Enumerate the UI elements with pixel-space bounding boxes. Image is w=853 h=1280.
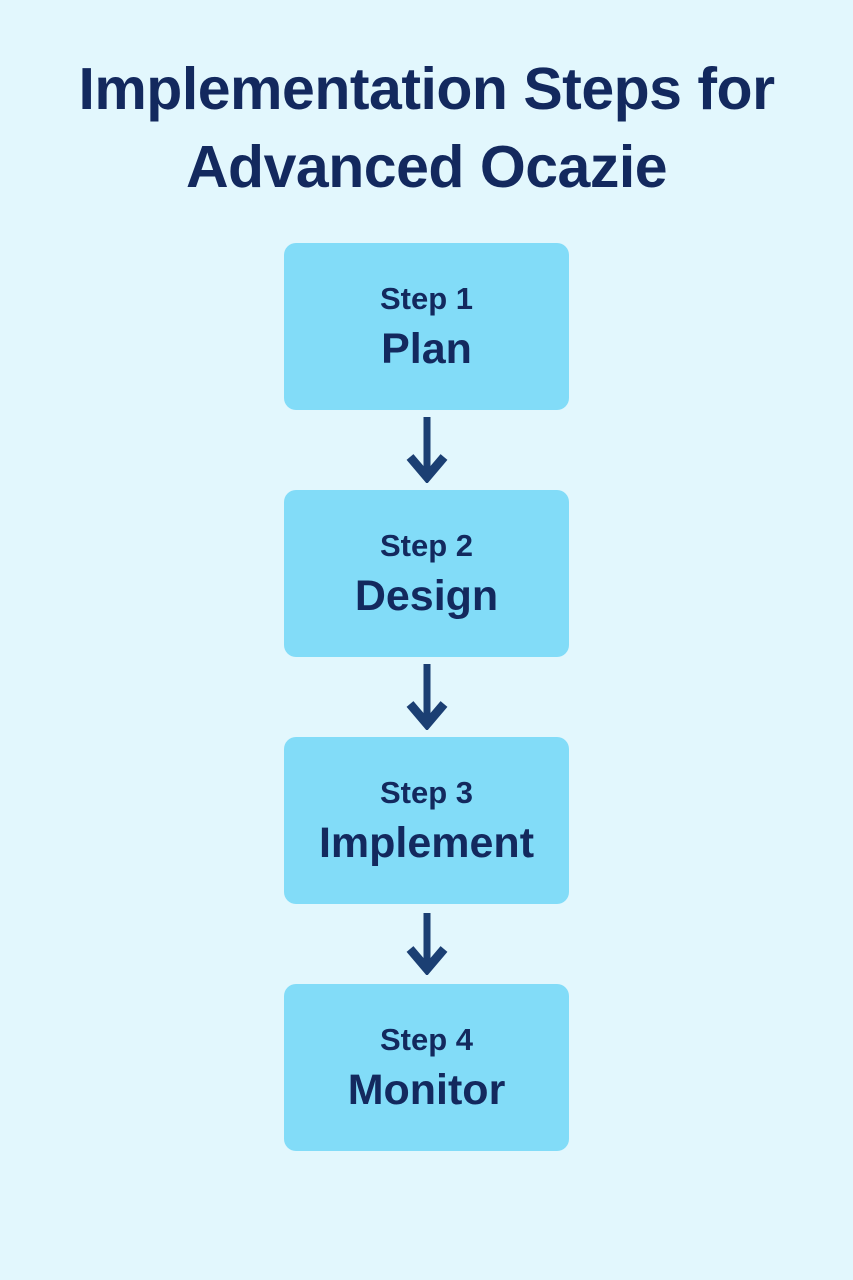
arrow-connector-1 [397,410,457,490]
arrow-connector-3 [397,904,457,984]
arrow-down-icon [405,417,449,483]
steps-flow: Step 1 Plan Step 2 Design [0,243,853,1151]
step-label-2: Design [354,571,499,620]
title-line-2: Advanced Ocazie [185,134,668,200]
step-index-4: Step 4 [379,1021,474,1057]
step-node-3[interactable]: Step 3 Implement [284,737,569,904]
step-label-1: Plan [381,324,472,373]
step-index-2: Step 2 [379,527,474,563]
page-title: Implementation Steps for Advanced Ocazie [0,50,853,206]
title-line-1: Implementation Steps for [78,56,775,122]
step-index-1: Step 1 [379,280,474,316]
arrow-down-icon [405,913,449,975]
step-node-1[interactable]: Step 1 Plan [284,243,569,410]
arrow-connector-2 [397,657,457,737]
step-node-4[interactable]: Step 4 Monitor [284,984,569,1151]
step-label-4: Monitor [347,1065,506,1114]
step-index-3: Step 3 [379,774,474,810]
arrow-down-icon [405,664,449,730]
step-label-3: Implement [318,818,535,867]
step-node-2[interactable]: Step 2 Design [284,490,569,657]
